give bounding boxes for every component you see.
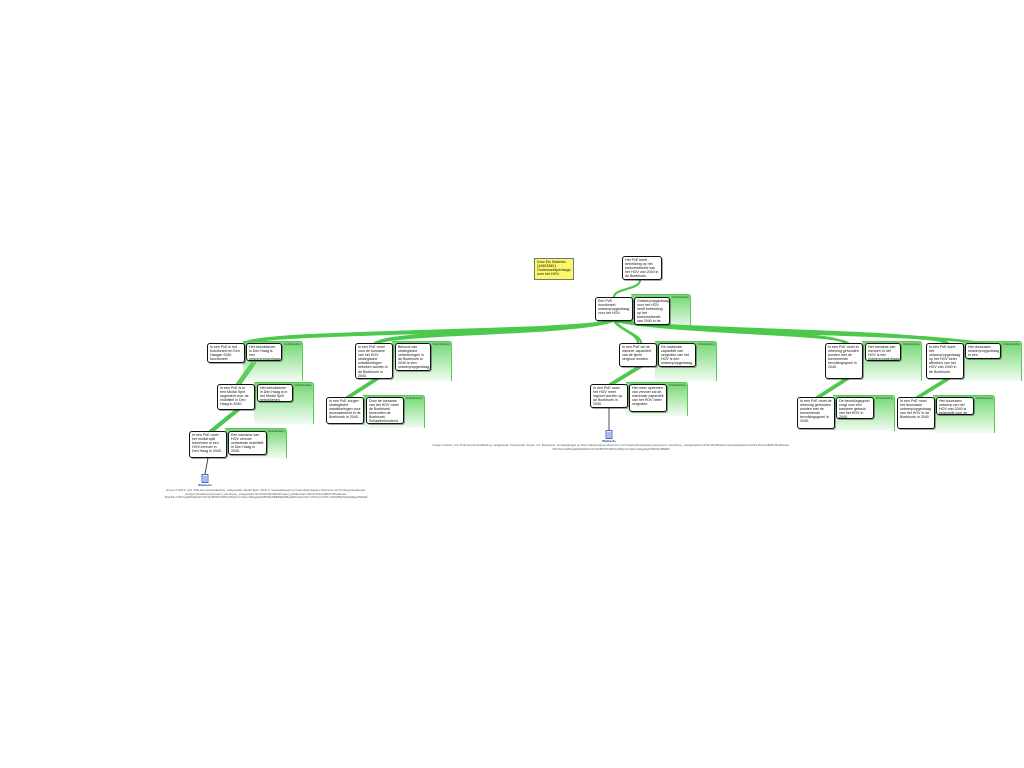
tag-b1-level3: Onderbouwing [225,428,287,458]
tag-b4-level2: Onderbouwing [833,395,895,431]
premise-node-top[interactable]: Het PvE heeft betrekking op het toekomst… [622,256,662,280]
premise-node-b2-level2[interactable]: Door de toename van het HOV moet de Boek… [366,397,404,424]
support-link-21 [611,365,643,386]
support-link-20 [608,365,640,386]
support-link-18 [345,377,377,399]
annotation-label-left: Wijzheols [198,483,212,487]
support-link-17 [204,457,209,475]
premise-node-b4-level2[interactable]: De bevolkingsgroei zorgt voor een toenam… [836,397,874,419]
support-link-19 [348,377,380,399]
tag-b1-level1: Onderbouwing [243,341,303,381]
annotation-icon-left[interactable]: Wijzheols [198,474,212,488]
support-link-25 [915,377,948,399]
support-link-16 [211,408,241,433]
tag-b5-level1: Onderbouwing [962,341,1022,381]
claim-node-b3-level2[interactable]: In een PvE moet het HOV meer ingezet wor… [590,384,628,408]
author-note[interactable]: Door Els Slaberks (3460338X). Onderzoeks… [534,258,574,280]
premise-node-b1-level2[interactable]: Het betrokkenen in Den Haag is in het Mo… [257,384,293,402]
claim-node-b3-level1[interactable]: In een PvE wil de inwoner capaciteit van… [619,343,657,367]
annotation-icon-right[interactable]: Wijzheols [602,430,616,444]
tag-b3-level2: Onderbouwing [626,382,688,416]
support-link-4 [376,319,615,345]
support-link-0 [612,278,642,299]
tag-b3-level1: Onderbouwing [655,341,717,381]
support-link-24 [818,377,850,399]
claim-node-b4-level1[interactable]: In een PvE moet er rekening gehouden wor… [825,343,863,379]
premise-node-b1-level1[interactable]: Het betrokkenen in Den Haag is een ontwe… [246,343,282,361]
claim-node-b2-level1[interactable]: In een PvE moet voor de toename van het … [355,343,393,379]
tag-b5-level2: Onderbouwing [933,395,995,433]
support-link-26 [918,377,951,399]
premise-node-b3-level2[interactable]: Het meer opnemen van vervoer zal de maxi… [629,384,667,412]
claim-node-b4-level2[interactable]: In een PvE moet de rekening gehouden wor… [797,397,835,429]
premise-node-b3-level1[interactable]: De maximale capaciteit van vergroten van… [658,343,696,367]
premise-node-b5-level1[interactable]: Het duurzaam ontwerp/opgedraag in een on… [965,343,1001,359]
claim-node-b5-level1[interactable]: In een PvE komt het ontwerp/opgedraag op… [926,343,964,379]
claim-node-b1-level3[interactable]: In een PvE moet het modal split toenemen… [189,431,227,458]
tag-b1-level2: Onderbouwing [254,382,314,424]
claim-node-root[interactable]: Een PvE functioneel ontwerp/opgedraag vo… [595,297,633,321]
annotation-label-right: Wijzheols [602,439,616,443]
support-link-2 [246,319,614,345]
claim-node-b1-level2[interactable]: In een PvE is er een Modal Split opgeste… [217,384,255,410]
claim-node-b2-level2[interactable]: In een PvE zorgen strategische ontwikkel… [326,397,364,424]
tag-b4-level1: Onderbouwing [862,341,922,381]
claim-node-b5-level2[interactable]: In een PvE moet het duurzaam ontwerp/opg… [897,397,935,429]
support-link-23 [815,377,847,399]
premise-node-b2-level1[interactable]: Behoud van strategische verbeteringen in… [395,343,431,371]
claim-node-b1-level1[interactable]: Is een PvE in het functioneel en Een Haa… [207,343,245,363]
premise-node-b1-level3[interactable]: Een toename van HOV vervoer verbeterde m… [228,431,267,455]
premise-node-b4-level1[interactable]: Het toename van mensen in het HOV is een… [865,343,901,361]
tag-b2-level1: Onderbouwing [392,341,452,381]
support-link-6 [613,319,643,345]
premise-node-b5-level2[interactable]: Het duurzaam ontwerp van het HOV van 204… [936,397,974,415]
support-link-15 [208,408,238,433]
tag-b2-level2: Onderbouwing [363,395,425,428]
footnote-right: Groep 2 (2013, oct). PvE kennisontwikkel… [432,443,790,451]
premise-node-root[interactable]: Ontwerp/opgedraag voor het HOV heeft bet… [634,297,670,325]
tag-root: Onderbouwing [631,294,691,330]
footnote-left: Groep 3 (2013, oct). PvE kennisontwikkel… [164,488,368,500]
